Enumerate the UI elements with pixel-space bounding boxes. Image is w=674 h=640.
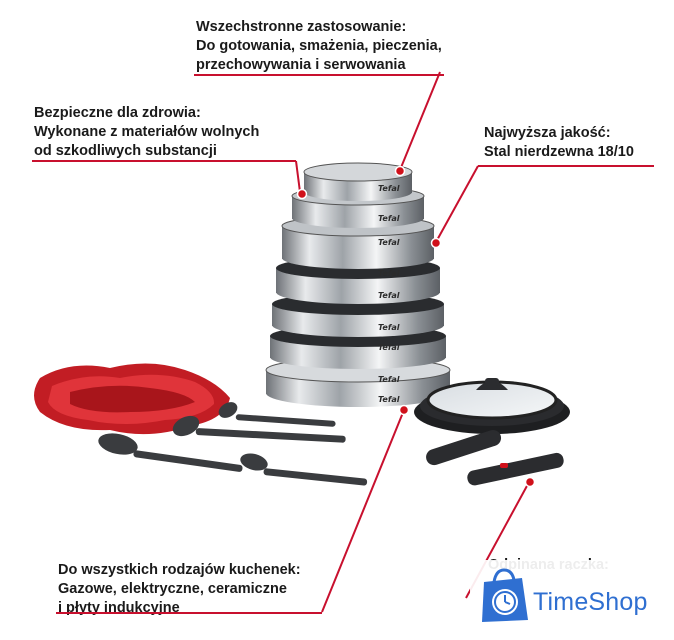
red-pan-protectors xyxy=(34,363,230,435)
detachable-handles xyxy=(426,429,564,486)
tefal-logo-7: Tefal xyxy=(378,343,400,352)
callout-health-safe: Bezpieczne dla zdrowia: Wykonane z mater… xyxy=(34,104,259,161)
callout-dots xyxy=(296,165,536,488)
callout-heading: Bezpieczne dla zdrowia: xyxy=(34,105,201,121)
callout-all-cooktops: Do wszystkich rodzajów kuchenek: Gazowe,… xyxy=(58,561,301,618)
tefal-logo-1: Tefal xyxy=(378,184,400,193)
watermark-text: TimeShop xyxy=(533,588,648,616)
callout-underline xyxy=(478,165,654,167)
callout-text-line: Gazowe, elektryczne, ceramiczne xyxy=(58,581,287,597)
tefal-logo-8: Tefal xyxy=(378,375,400,384)
tefal-logo-4: Tefal xyxy=(378,269,400,278)
tefal-logo-5: Tefal xyxy=(378,291,400,300)
callout-text-line: od szkodliwych substancji xyxy=(34,143,217,159)
tefal-logo-2: Tefal xyxy=(378,214,400,223)
callout-text-line: przechowywania i serwowania xyxy=(196,57,406,73)
tefal-logo-9: Tefal xyxy=(378,395,400,404)
glass-lids xyxy=(414,378,570,434)
callout-underline xyxy=(194,74,444,76)
callout-heading: Najwyższa jakość: xyxy=(484,125,611,141)
callout-versatile-use: Wszechstronne zastosowanie: Do gotowania… xyxy=(196,18,442,75)
callout-underline xyxy=(32,160,296,162)
tefal-logo-3: Tefal xyxy=(378,238,400,247)
tefal-logo-6: Tefal xyxy=(378,323,400,332)
callout-text-line: Stal nierdzewna 18/10 xyxy=(484,144,634,160)
kitchen-utensils xyxy=(98,402,368,486)
callout-heading: Wszechstronne zastosowanie: xyxy=(196,19,407,35)
callout-text-line: Wykonane z materiałów wolnych xyxy=(34,124,260,140)
callout-quality: Najwyższa jakość: Stal nierdzewna 18/10 xyxy=(484,124,634,162)
callout-underline xyxy=(56,612,322,614)
stacked-cookware: Tefal Tefal Tefal Tefal Tefal Tefal Tefa… xyxy=(265,162,451,407)
callout-text-line: Do gotowania, smażenia, pieczenia, xyxy=(196,38,442,54)
callout-heading: Do wszystkich rodzajów kuchenek: xyxy=(58,562,301,578)
clock-bag-icon xyxy=(482,568,528,622)
callout-text-line: i płyty indukcyjne xyxy=(58,600,180,616)
